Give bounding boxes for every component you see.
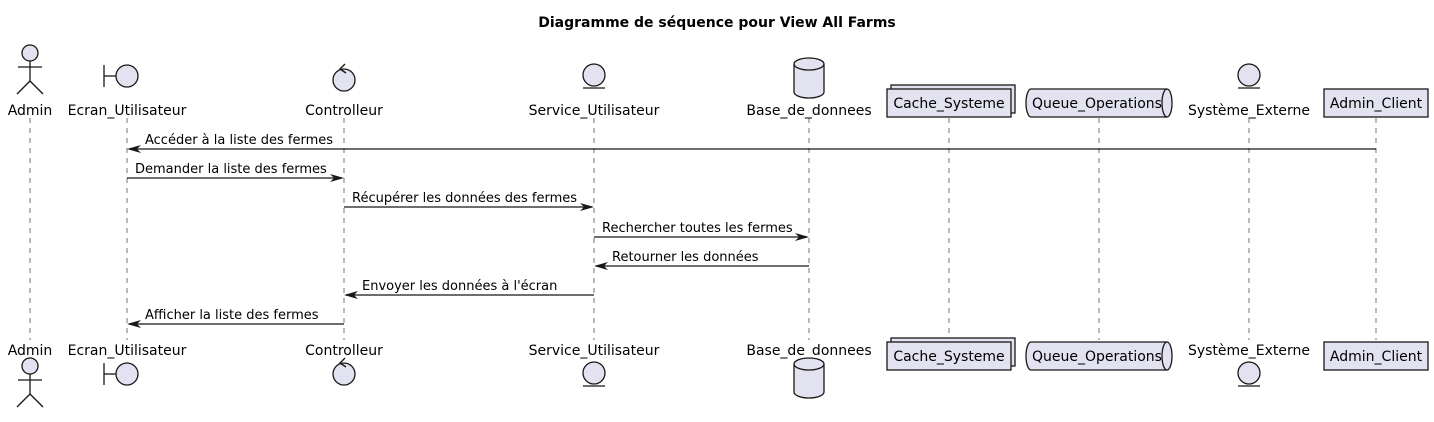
message-label: Retourner les données <box>612 250 759 265</box>
message-7: Afficher la liste des fermes <box>127 308 344 328</box>
boundary-icon <box>115 64 139 88</box>
participant-label-client: Admin_Client <box>1330 349 1423 365</box>
participant-label-queue: Queue_Operations <box>1032 349 1162 365</box>
participant-top-queue: Queue_Operations <box>1025 88 1173 118</box>
participant-label-controlleur: Controlleur <box>305 103 383 119</box>
participant-label-admin: Admin <box>8 343 53 359</box>
boundary-icon <box>115 362 139 386</box>
participant-label-bdd: Base_de_donnees <box>746 343 871 359</box>
participant-box-icon <box>1323 341 1429 371</box>
diagram-title: Diagramme de séquence pour View All Farm… <box>538 15 896 31</box>
actor-icon <box>21 357 39 375</box>
participant-top-controlleur: Controlleur <box>305 63 383 119</box>
participant-bottom-service: Service_Utilisateur <box>529 343 660 387</box>
message-5: Retourner les données <box>594 250 809 270</box>
entity-icon <box>1237 361 1261 385</box>
participant-label-client: Admin_Client <box>1330 96 1423 112</box>
participant-label-bdd: Base_de_donnees <box>746 103 871 119</box>
arrowhead-icon <box>594 262 608 270</box>
message-4: Rechercher toutes les fermes <box>594 221 809 241</box>
message-label: Envoyer les données à l'écran <box>362 279 557 294</box>
participant-label-service: Service_Utilisateur <box>529 343 660 359</box>
message-1: Accéder à la liste des fermes <box>127 133 1376 153</box>
participant-label-admin: Admin <box>8 103 53 119</box>
actor-icon <box>21 44 39 62</box>
message-3: Récupérer les données des fermes <box>344 191 594 211</box>
participant-bottom-externe: Système_Externe <box>1188 343 1310 387</box>
entity-icon <box>1237 63 1261 87</box>
message-label: Afficher la liste des fermes <box>145 308 319 323</box>
arrowhead-icon <box>344 291 358 299</box>
participant-bottom-ecran: Ecran_Utilisateur <box>68 343 187 386</box>
database-icon <box>793 357 825 399</box>
message-2: Demander la liste des fermes <box>127 162 344 182</box>
participant-label-controlleur: Controlleur <box>305 343 383 359</box>
participant-top-bdd: Base_de_donnees <box>746 57 872 119</box>
participant-top-admin: Admin <box>8 44 53 119</box>
participant-label-queue: Queue_Operations <box>1032 96 1162 112</box>
participant-label-externe: Système_Externe <box>1188 343 1310 359</box>
participant-top-service: Service_Utilisateur <box>529 63 660 119</box>
message-label: Rechercher toutes les fermes <box>602 221 793 236</box>
participant-label-service: Service_Utilisateur <box>529 103 660 119</box>
participant-bottom-bdd: Base_de_donnees <box>746 343 872 399</box>
participant-label-cache: Cache_Systeme <box>893 349 1004 365</box>
arrowhead-icon <box>127 145 141 153</box>
participant-top-cache: Cache_Systeme <box>886 84 1016 118</box>
entity-icon <box>582 361 606 385</box>
arrowhead-icon <box>330 174 344 182</box>
arrowhead-icon <box>580 203 594 211</box>
participant-bottom-client: Admin_Client <box>1323 341 1429 371</box>
participant-bottom-admin: Admin <box>8 343 53 408</box>
database-icon <box>793 57 825 99</box>
control-icon <box>332 68 356 92</box>
arrowhead-icon <box>127 320 141 328</box>
participant-top-client: Admin_Client <box>1323 88 1429 118</box>
participant-box-icon <box>1323 88 1429 118</box>
participant-top-ecran: Ecran_Utilisateur <box>68 64 187 119</box>
participant-top-externe: Système_Externe <box>1188 63 1310 119</box>
participant-bottom-queue: Queue_Operations <box>1025 341 1173 371</box>
participant-label-externe: Système_Externe <box>1188 103 1310 119</box>
message-label: Récupérer les données des fermes <box>352 191 577 206</box>
participant-bottom-controlleur: Controlleur <box>305 343 383 386</box>
message-label: Accéder à la liste des fermes <box>145 133 333 148</box>
participant-label-ecran: Ecran_Utilisateur <box>68 343 187 359</box>
entity-icon <box>582 63 606 87</box>
message-label: Demander la liste des fermes <box>135 162 327 177</box>
collections-icon <box>886 88 1012 118</box>
participant-bottom-cache: Cache_Systeme <box>886 337 1016 371</box>
message-6: Envoyer les données à l'écran <box>344 279 594 299</box>
participant-label-cache: Cache_Systeme <box>893 96 1004 112</box>
arrowhead-icon <box>795 233 809 241</box>
participant-label-ecran: Ecran_Utilisateur <box>68 103 187 119</box>
collections-icon <box>886 341 1012 371</box>
control-icon <box>332 362 356 386</box>
